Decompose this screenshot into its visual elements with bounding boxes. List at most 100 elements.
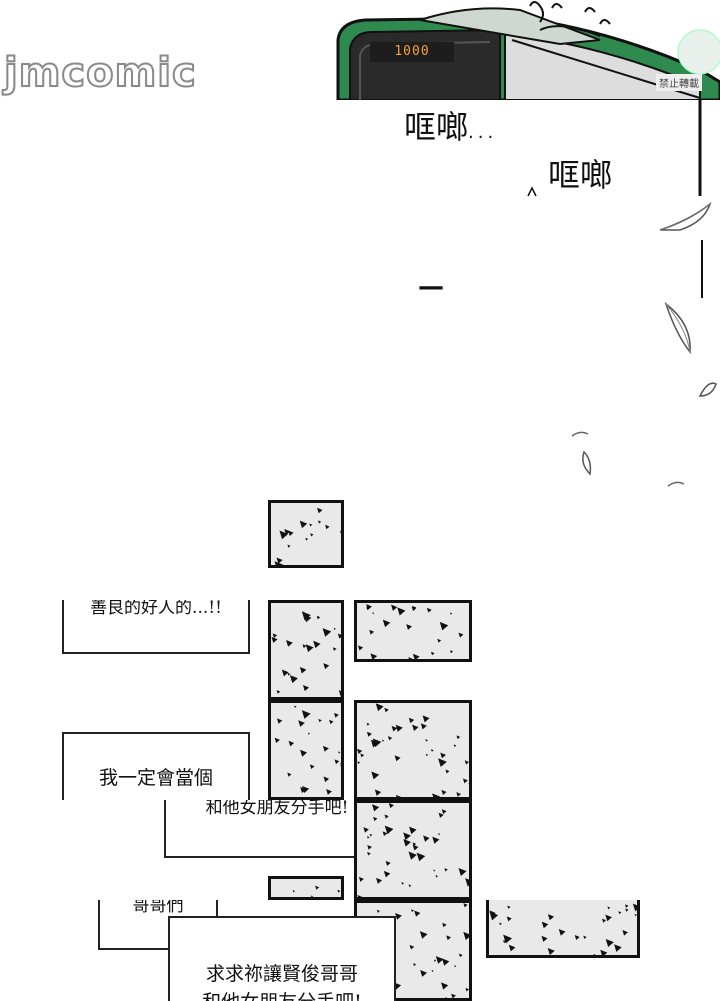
debris-shard: [406, 624, 413, 630]
debris-shard: [366, 606, 370, 611]
debris-shard: [412, 844, 419, 851]
debris-shard: [430, 651, 435, 656]
debris-shard: [426, 607, 432, 613]
debris-shard: [301, 710, 311, 719]
debris-shard: [305, 644, 314, 653]
debris-shard: [382, 831, 388, 837]
debris-shards: [274, 705, 341, 795]
debris-shard: [337, 633, 341, 639]
debris-shard: [367, 845, 372, 850]
debris-shard: [411, 606, 417, 612]
debris-shard: [333, 627, 336, 631]
debris-shard: [450, 612, 453, 615]
strip-caption-2: 我一定會當個: [0, 700, 720, 800]
debris-shard: [431, 749, 434, 752]
debris-shard: [337, 889, 341, 893]
debris-shards: [292, 885, 341, 897]
debris-shard: [371, 771, 380, 780]
debris-shard: [503, 940, 507, 944]
debris-shard: [317, 507, 323, 514]
debris-shard: [614, 944, 622, 952]
debris-shard: [416, 852, 426, 862]
caption-text: 和他女朋友分手吧!: [205, 800, 349, 818]
debris-shard: [602, 918, 607, 923]
debris-shard: [408, 851, 417, 860]
debris-shard: [422, 715, 430, 723]
debris-shards: [357, 604, 464, 659]
debris-shard: [382, 739, 385, 742]
bus-illustration: [336, 1, 720, 100]
debris-shard: [441, 789, 447, 796]
debris-shard: [338, 751, 341, 754]
debris-shard: [433, 959, 437, 962]
debris-shard: [384, 825, 394, 835]
debris-shard: [439, 621, 449, 631]
debris-shard: [366, 731, 372, 737]
debris-shard: [367, 836, 370, 839]
debris-shard: [458, 867, 467, 877]
debris-shard: [318, 718, 322, 723]
debris-panel: [268, 876, 344, 900]
debris-shard: [276, 557, 283, 564]
sfx-ellipsis: ...: [468, 122, 498, 143]
strip-panel-1: [0, 500, 720, 600]
debris-shard: [465, 878, 469, 887]
debris-shard: [299, 520, 308, 529]
debris-shard: [432, 793, 441, 797]
caption-box-good-person: 善良的好人的...!!: [62, 600, 250, 654]
debris-shard: [303, 614, 312, 623]
debris-shard: [541, 935, 548, 942]
debris-shard: [363, 827, 369, 833]
debris-panel: [354, 600, 472, 662]
debris-shard: [309, 764, 315, 770]
debris-shard: [369, 629, 375, 635]
debris-shard: [454, 965, 457, 968]
debris-shard: [506, 916, 512, 922]
sfx-clank-2: 哐啷: [548, 156, 613, 194]
debris-shard: [441, 958, 450, 966]
debris-shard: [371, 804, 380, 812]
debris-shard: [419, 931, 428, 939]
debris-shard: [435, 956, 444, 964]
debris-shard: [425, 753, 429, 757]
debris-shard: [438, 833, 441, 836]
feather-icon: [571, 431, 685, 487]
debris-shard: [313, 640, 321, 649]
strip-caption-4: 哥哥們 求求祢讓賢俊哥哥 和他女朋友分手吧!: [0, 900, 720, 1001]
debris-shard: [274, 561, 284, 565]
debris-shard: [451, 993, 456, 998]
debris-shard: [307, 732, 311, 735]
debris-shard: [272, 633, 278, 638]
no-repost-mark: 禁止轉載: [656, 74, 702, 91]
debris-shard: [339, 530, 341, 534]
debris-shard: [412, 724, 419, 732]
debris-shard: [456, 735, 461, 740]
debris-shard: [394, 755, 401, 762]
caption-box-breakup: 和他女朋友分手吧!: [164, 800, 390, 858]
debris-shard: [547, 914, 555, 921]
sfx-clank-1-text: 哐啷: [404, 108, 469, 146]
caption-text-plea-line1: 求求祢讓賢俊哥哥: [205, 963, 358, 985]
debris-shard: [384, 814, 389, 819]
debris-shard: [287, 544, 291, 548]
debris-shard: [605, 914, 612, 922]
debris-shard: [287, 672, 291, 676]
debris-shard: [425, 739, 428, 742]
debris-shard: [302, 644, 307, 649]
debris-shard: [281, 669, 289, 677]
debris-shard: [385, 860, 391, 866]
debris-shard: [463, 903, 468, 908]
debris-shard: [357, 894, 363, 897]
debris-shard: [315, 885, 320, 890]
debris-shard: [358, 876, 364, 882]
debris-shard: [401, 882, 405, 885]
bus-destination-sign: 1000: [370, 42, 454, 62]
debris-shard: [408, 884, 412, 888]
debris-shard: [442, 922, 447, 928]
debris-shard: [360, 753, 365, 758]
debris-shard: [286, 639, 293, 647]
debris-shard: [357, 645, 364, 651]
debris-shard: [395, 912, 402, 920]
debris-shard: [323, 663, 330, 670]
debris-shard: [433, 869, 436, 872]
